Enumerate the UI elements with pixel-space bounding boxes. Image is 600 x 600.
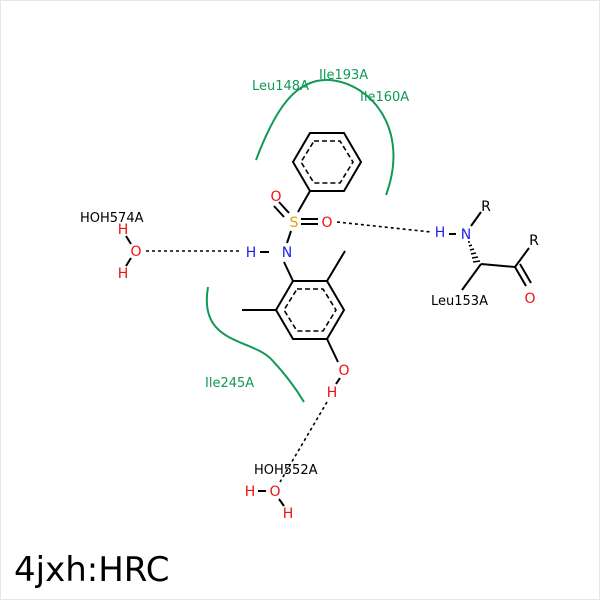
atom-oxygen-carbonyl: O <box>524 291 535 307</box>
hbond-leu153 <box>336 221 432 233</box>
atom-hydrogen-hydroxyl: H <box>327 385 338 401</box>
atom-oxygen-sulfonyl-2: O <box>321 215 332 231</box>
atom-oxygen-hydroxyl: O <box>338 363 349 379</box>
atom-hydrogen-water552-2: H <box>283 506 294 522</box>
residue-label-ile193: Ile193A <box>319 68 368 83</box>
atom-hydrogen-water574-1: H <box>118 222 129 238</box>
phenyl-ring <box>291 132 363 192</box>
residue-label-ile245: Ile245A <box>205 376 254 391</box>
atom-nitrogen-leu153: N <box>461 227 471 243</box>
atom-r-group-2: R <box>529 233 539 249</box>
residue-label-ile160: Ile160A <box>360 90 409 105</box>
atom-oxygen-water552: O <box>269 484 280 500</box>
residue-label-hoh574: HOH574A <box>80 211 144 226</box>
atom-sulfur: S <box>290 215 299 231</box>
hydrophobic-contact-arc-top <box>255 78 395 196</box>
residue-label-leu148: Leu148A <box>252 79 309 94</box>
residue-label-leu153: Leu153A <box>431 294 488 309</box>
dimethylphenol-ring <box>274 280 346 340</box>
atom-oxygen-water574: O <box>130 244 141 260</box>
atom-r-group-1: R <box>481 199 491 215</box>
stereo-hash-bond <box>468 241 481 263</box>
atom-hydrogen-leu153: H <box>435 225 446 241</box>
residue-label-hoh552: HOH552A <box>254 463 318 478</box>
atom-hydrogen-water552-1: H <box>245 484 256 500</box>
atom-oxygen-sulfonyl-1: O <box>270 189 281 205</box>
hydrophobic-contact-arc-ile245 <box>205 286 305 403</box>
structure-title: 4jxh:HRC <box>14 550 170 590</box>
atom-nitrogen: N <box>282 245 292 261</box>
atom-hydrogen-water574-2: H <box>118 266 129 282</box>
atom-hydrogen-nh: H <box>246 245 257 261</box>
